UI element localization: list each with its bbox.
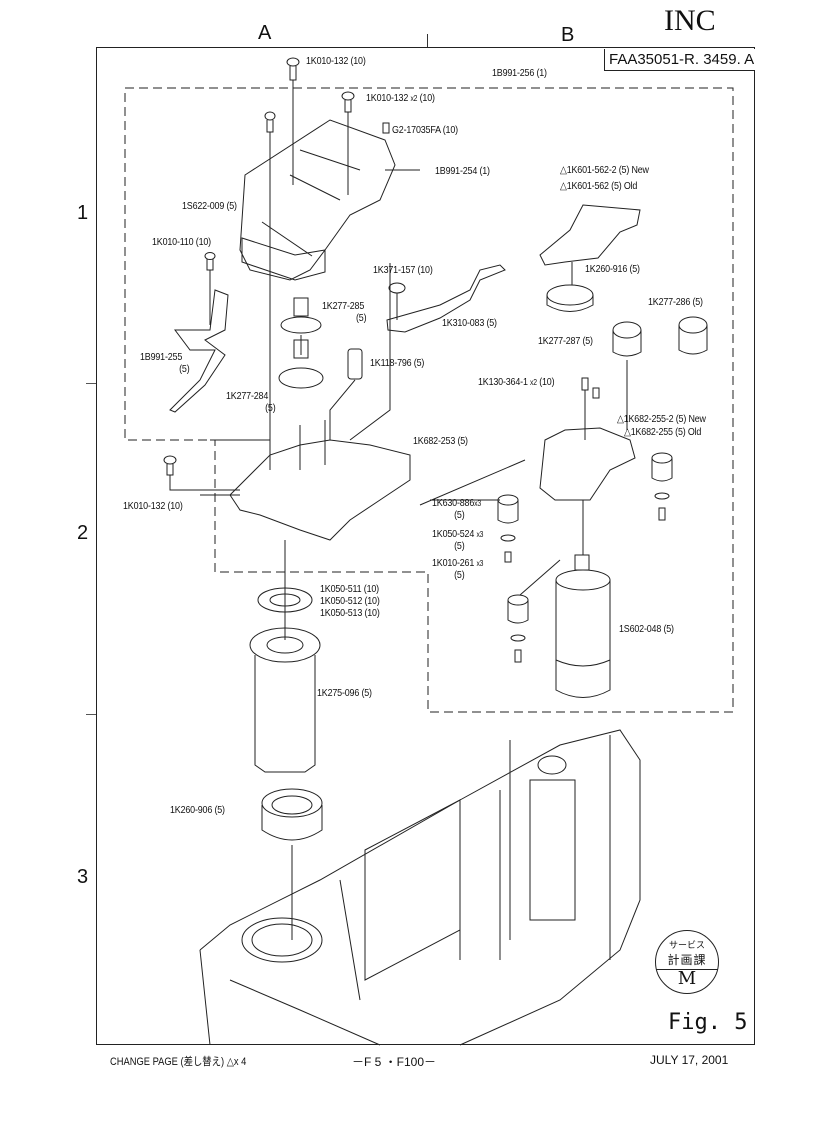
stamp-line-2: 計画課: [656, 951, 718, 970]
part-label: 1S622-009 (5): [182, 200, 237, 212]
part-label: 1K682-253 (5): [413, 435, 468, 447]
document-number: FAA35051-R. 3459. A: [604, 49, 755, 71]
row-label-3: 3: [77, 866, 89, 888]
part-label: 1B991-255(5): [140, 351, 190, 375]
part-label: 1K050-513 (10): [320, 607, 380, 619]
footer-page-code: －F 5 ・F100－: [352, 1055, 437, 1069]
part-label: 1K050-512 (10): [320, 595, 380, 607]
corner-text: INC: [664, 4, 716, 37]
part-label: 1B991-254 (1): [435, 165, 490, 177]
part-label: 1K371-157 (10): [373, 264, 433, 276]
gear-1K277-287: [612, 321, 642, 357]
stamp-line-1: サービス: [668, 941, 705, 951]
flex-cable-strip: [169, 289, 229, 413]
camera-body-frame: [199, 729, 641, 1046]
part-label: 1K050-511 (10): [320, 583, 379, 595]
service-stamp: サービス 計画課 M: [655, 930, 719, 994]
damper-1K630-886: [497, 494, 519, 563]
part-label-new: △1K601-562-2 (5) New: [560, 164, 649, 176]
chassis-1K682-253: [229, 439, 411, 541]
screw-icon: [163, 455, 240, 491]
part-label: G2-17035FA (10): [392, 124, 458, 136]
part-label: 1K277-286 (5): [648, 296, 703, 308]
screw-icon: [286, 57, 300, 185]
motor-bracket-1K682-255: [539, 427, 636, 501]
part-label-old: △1K601-562 (5) Old: [560, 180, 638, 192]
part-label: 1K275-096 (5): [317, 687, 372, 699]
gear-1K260-916: [546, 284, 594, 312]
column-label-a: A: [258, 22, 272, 44]
part-label: 1K277-284(5): [226, 390, 276, 414]
part-label: 1S602-048 (5): [619, 623, 674, 635]
group-label: 1B991-256 (1): [492, 67, 547, 79]
screw-icon: [264, 111, 276, 460]
motor-1S602-048: [555, 554, 611, 698]
gear-1K277-285: [280, 297, 322, 334]
part-label-old: △1K682-255 (5) Old: [624, 426, 702, 438]
damper-lower: [507, 594, 529, 663]
small-screw-icon: [382, 122, 390, 134]
part-label: 1K010-110 (10): [152, 236, 211, 248]
part-label: 1K010-132 x2 (10): [366, 92, 435, 104]
part-label: 1K118-796 (5): [370, 357, 425, 369]
part-label-new: △1K682-255-2 (5) New: [617, 413, 706, 425]
button-1K371-157: [388, 282, 406, 294]
flex-board-box: [241, 237, 326, 281]
screw-icon: [341, 91, 355, 195]
drawing-frame: [96, 47, 755, 1045]
part-label: 1K050-524 x3(5): [432, 528, 484, 552]
damper-right: [651, 452, 673, 521]
part-label: 1K630-886x3(5): [432, 497, 481, 521]
footer-change-page: CHANGE PAGE (差し替え) △x 4: [110, 1056, 247, 1068]
tube-1K275-096: [249, 627, 321, 773]
part-label: 1K310-083 (5): [442, 317, 497, 329]
row-label-2: 2: [77, 522, 89, 544]
screw-icon: [204, 252, 216, 325]
column-divider-tick: [427, 34, 428, 47]
top-plate: [239, 119, 396, 281]
part-label: 1K260-916 (5): [585, 263, 640, 275]
screw-icon: [581, 377, 600, 399]
sleeve-1K118-796: [347, 348, 363, 380]
gear-ring-1K260-906: [261, 788, 323, 841]
part-label: 1K277-287 (5): [538, 335, 593, 347]
row-divider-tick: [86, 383, 96, 384]
gear-1K277-286: [678, 316, 708, 355]
footer-date: JULY 17, 2001: [650, 1053, 729, 1067]
part-label: 1K010-132 (10): [306, 55, 366, 67]
assembly-group-outline: [124, 87, 734, 713]
part-label: 1K010-261 x3(5): [432, 557, 484, 581]
plate-1K601-562: [539, 204, 641, 266]
row-divider-tick: [86, 714, 96, 715]
lever-1K310-083: [386, 264, 506, 333]
gear-1K277-284: [278, 339, 324, 389]
part-label: 1K260-906 (5): [170, 804, 225, 816]
row-label-1: 1: [77, 202, 89, 224]
part-label: 1K010-132 (10): [123, 500, 183, 512]
part-label: 1K277-285(5): [322, 300, 367, 324]
column-label-b: B: [561, 24, 575, 46]
stamp-line-3: M: [677, 968, 697, 989]
part-label: 1K130-364-1 x2 (10): [478, 376, 555, 388]
figure-label: Fig. 5: [668, 1010, 748, 1035]
